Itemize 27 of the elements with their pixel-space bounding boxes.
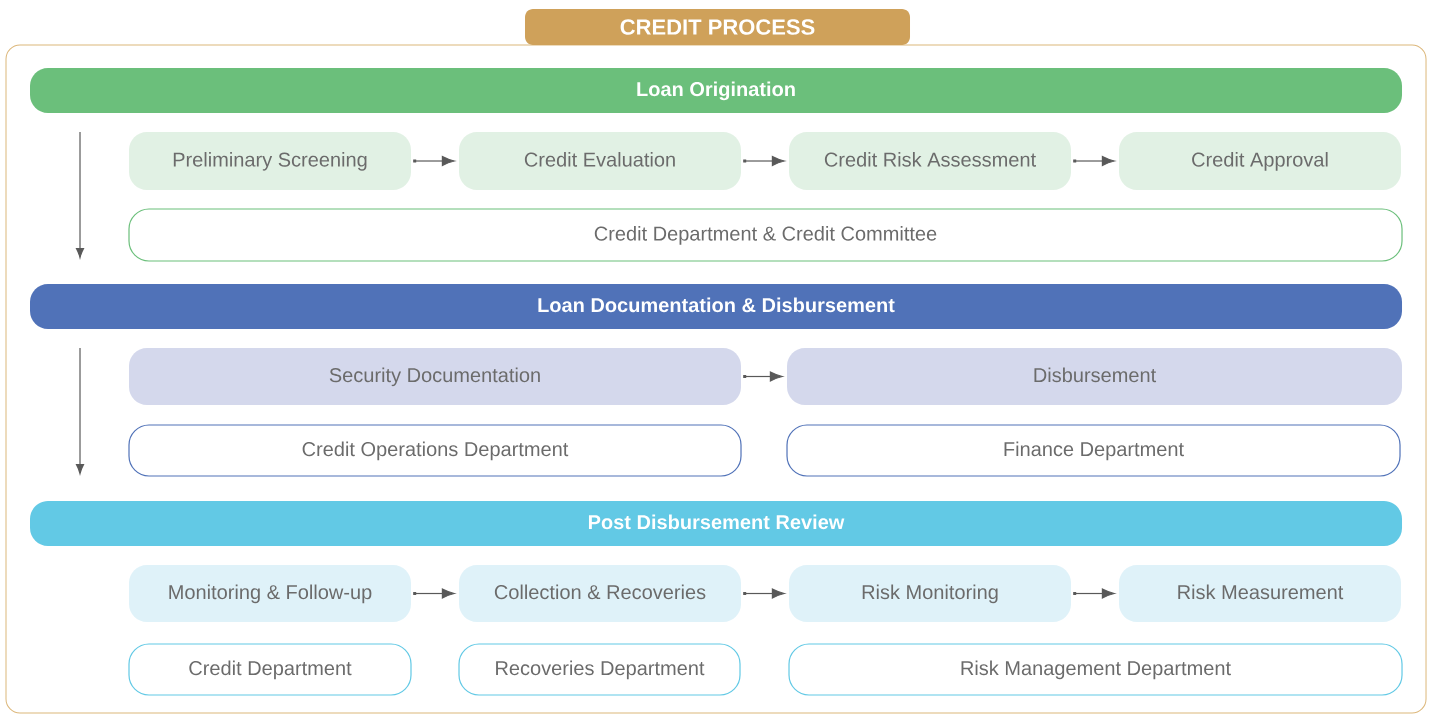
process-box: Credit Risk Assessment	[789, 132, 1071, 190]
arrow	[1073, 155, 1115, 167]
process-box: Security Documentation	[129, 348, 741, 405]
process-box: Risk Monitoring	[789, 565, 1071, 622]
process-box: Credit Approval	[1119, 132, 1401, 190]
arrow	[1073, 588, 1115, 599]
process-box: Monitoring & Follow-up	[129, 565, 411, 622]
department-box: Credit Operations Department	[128, 424, 742, 477]
department-box: Credit Department	[128, 643, 412, 696]
phase-band: Loan Documentation & Disbursement	[30, 284, 1402, 329]
department-box: Recoveries Department	[458, 643, 741, 696]
arrow	[743, 371, 783, 382]
department-box: Risk Management Department	[788, 643, 1403, 696]
node-label: CREDIT PROCESS	[620, 19, 815, 35]
department-box: Finance Department	[786, 424, 1401, 477]
process-box: Risk Measurement	[1119, 565, 1401, 622]
process-box: Credit Evaluation	[459, 132, 741, 190]
arrow	[743, 588, 785, 599]
arrow	[743, 155, 785, 167]
process-box: Disbursement	[787, 348, 1402, 405]
phase-band: Loan Origination	[30, 68, 1402, 113]
arrow	[413, 588, 455, 599]
process-box: Preliminary Screening	[129, 132, 411, 190]
phase-band: Post Disbursement Review	[30, 501, 1402, 546]
arrow	[413, 155, 455, 167]
process-box: Collection & Recoveries	[459, 565, 741, 622]
department-box: Credit Department & Credit Committee	[128, 208, 1403, 262]
